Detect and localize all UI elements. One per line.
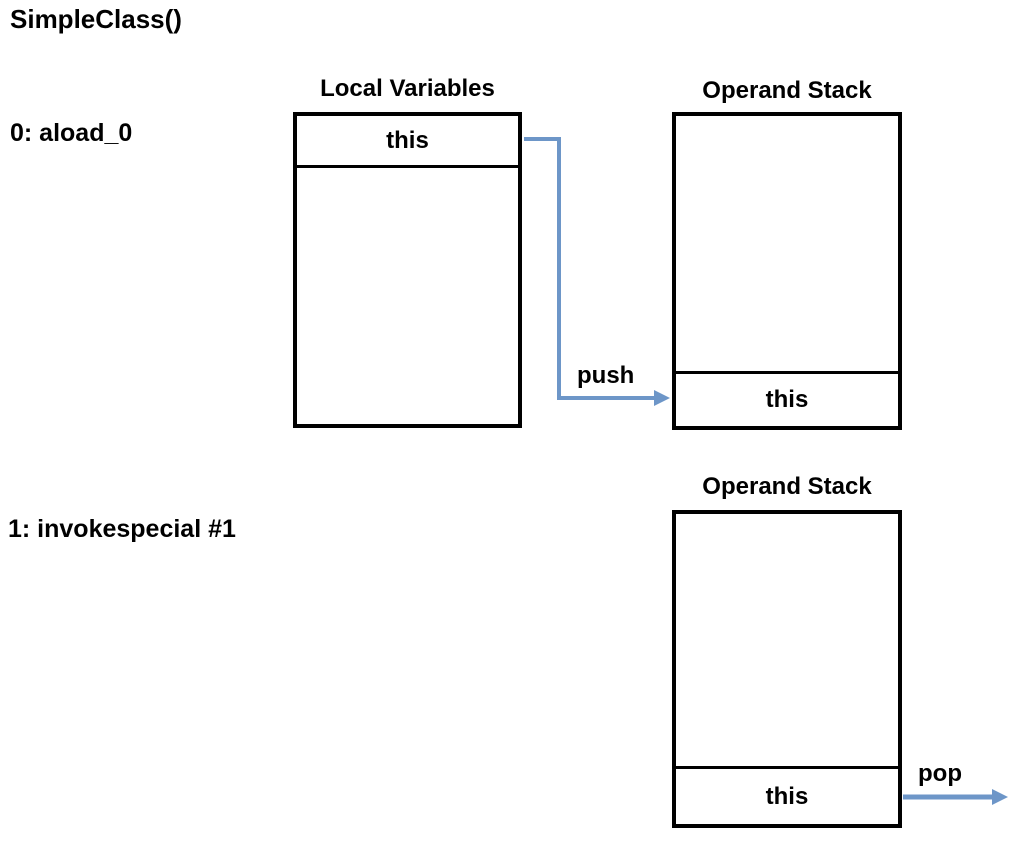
operand-stack-item-this-step0: this (676, 371, 898, 426)
operand-stack-item-this-step1: this (676, 766, 898, 824)
local-variables-empty-area (297, 168, 518, 424)
push-arrow-label: push (577, 362, 635, 389)
push-arrow (524, 137, 670, 406)
method-title: SimpleClass() (10, 4, 182, 34)
operand-stack-empty-area-step0 (676, 116, 898, 371)
operand-stack-empty-area-step1 (676, 514, 898, 766)
operand-stack-box-step1: this (672, 510, 902, 828)
local-variables-box: this (293, 112, 522, 428)
local-variable-slot-this: this (297, 116, 518, 168)
instruction-invokespecial: 1: invokespecial #1 (8, 515, 236, 543)
instruction-aload0: 0: aload_0 (10, 119, 133, 147)
pop-arrow-label: pop (918, 760, 962, 787)
operand-stack-box-step0: this (672, 112, 902, 430)
local-variables-heading: Local Variables (320, 75, 495, 102)
operand-stack-heading-step1: Operand Stack (702, 473, 872, 500)
operand-stack-heading-step0: Operand Stack (702, 77, 872, 104)
